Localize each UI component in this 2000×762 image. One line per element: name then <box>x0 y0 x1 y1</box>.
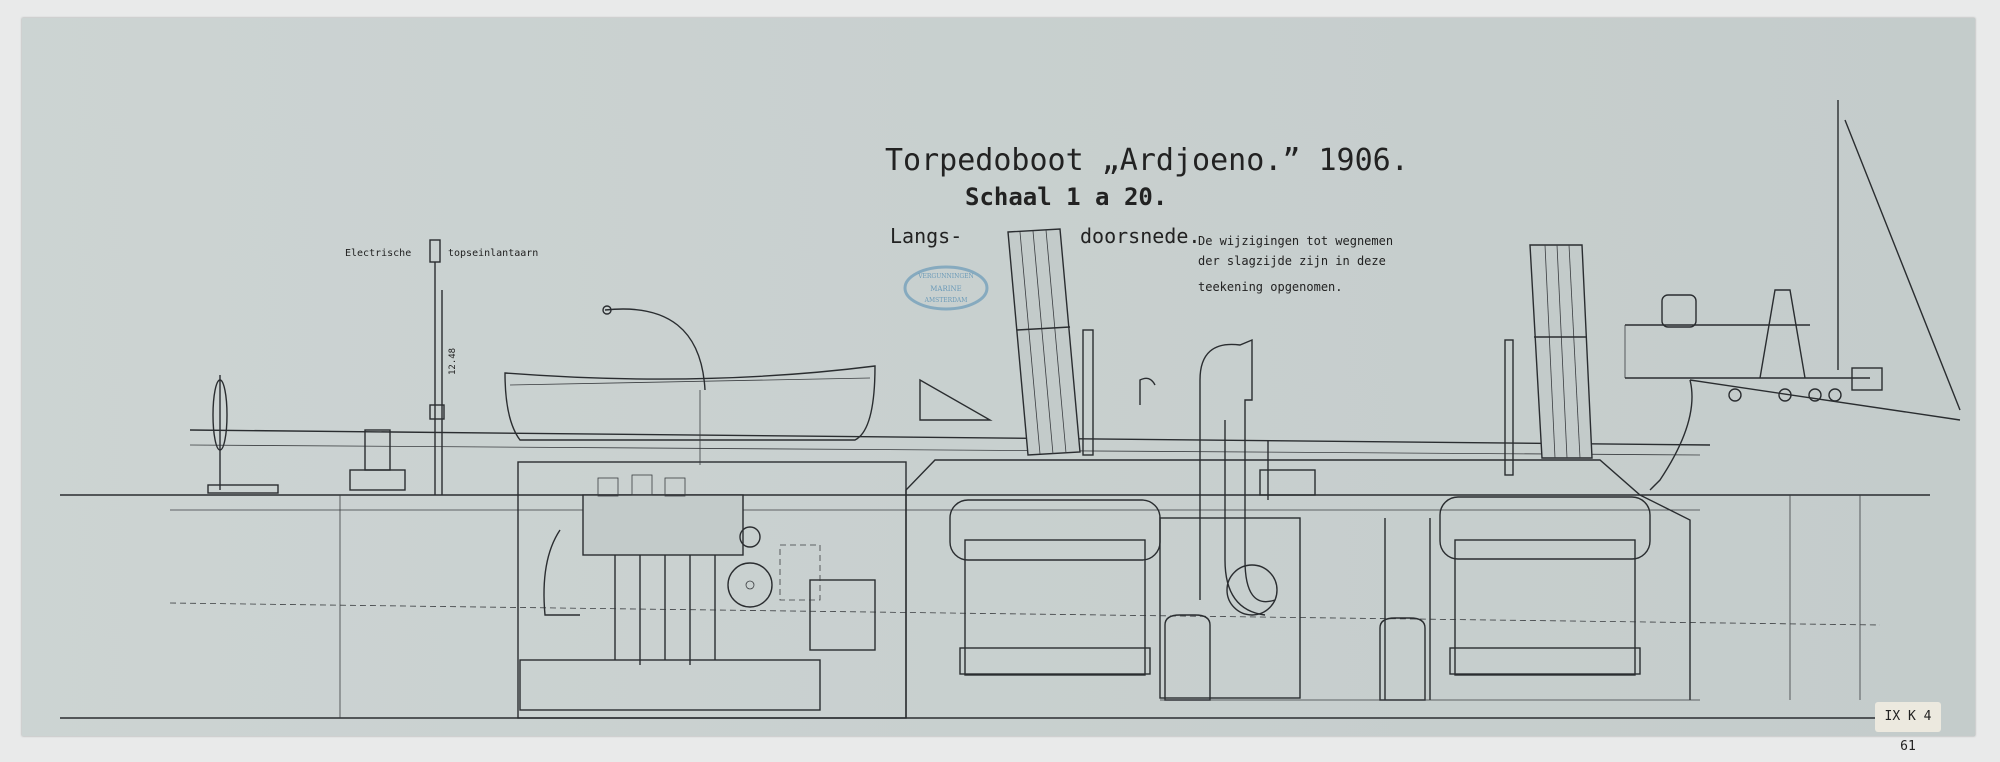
drawing-title: Torpedoboot „Ardjoeno.” 1906. <box>885 143 1409 178</box>
note-line-2: der slagzijde zijn in deze <box>1198 254 1386 268</box>
ventilator <box>1199 338 1278 616</box>
drawing-sheet <box>22 18 1975 736</box>
note-line-3: teekening opgenomen. <box>1198 280 1343 294</box>
steering-gear <box>207 375 406 494</box>
drawing-scale: Schaal 1 a 20. <box>965 183 1167 211</box>
dimension-label: 12.48 <box>448 348 458 375</box>
svg-text:AMSTERDAM: AMSTERDAM <box>924 297 968 304</box>
deck-fittings <box>919 329 1514 500</box>
section-label-right: doorsnede. <box>1080 224 1200 248</box>
marine-stamp: VERGUNNINGEN MARINE AMSTERDAM <box>903 265 989 311</box>
signal-mast <box>429 239 445 495</box>
archive-reference-label: IX K 4 61 <box>1875 702 1941 754</box>
lifeboat <box>504 305 876 465</box>
funnel-aft <box>1529 244 1593 459</box>
aft-bridge <box>1624 100 1961 491</box>
svg-text:VERGUNNINGEN: VERGUNNINGEN <box>917 273 974 280</box>
lantern-label-right: topseinlantaarn <box>448 248 538 259</box>
note-line-1: De wijzigingen tot wegnemen <box>1198 234 1393 248</box>
boiler-rooms <box>905 459 1700 718</box>
svg-text:MARINE: MARINE <box>930 285 962 293</box>
section-label-left: Langs- <box>890 224 962 248</box>
lantern-label-left: Electrische <box>345 248 411 259</box>
engine-room <box>517 461 907 719</box>
funnel-forward <box>1007 228 1081 456</box>
